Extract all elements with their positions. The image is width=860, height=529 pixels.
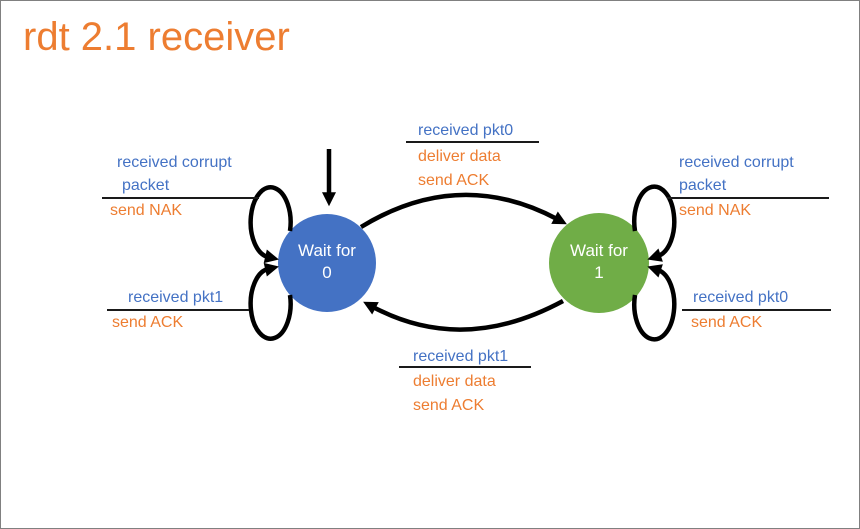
label-wait0-pkt1-action: send ACK bbox=[112, 314, 184, 331]
label-wait0-corrupt-condition-1: received corrupt bbox=[117, 154, 232, 171]
state-wait0-circle bbox=[278, 214, 376, 312]
label-wait1-to-wait0-action-1: deliver data bbox=[413, 373, 496, 390]
label-wait0-to-wait1-condition: received pkt0 bbox=[418, 122, 514, 139]
label-wait1-pkt0-action: send ACK bbox=[691, 314, 763, 331]
label-wait0-to-wait1-action-1: deliver data bbox=[418, 148, 501, 165]
state-wait1-label: Wait for 1 bbox=[570, 241, 628, 282]
label-wait0-corrupt-action: send NAK bbox=[110, 202, 183, 219]
label-wait1-to-wait0-condition: received pkt1 bbox=[413, 348, 509, 365]
label-wait1-pkt0-condition: received pkt0 bbox=[693, 289, 789, 306]
self-loop-wait1-corrupt bbox=[632, 184, 677, 262]
label-wait1-corrupt-condition-2: packet bbox=[679, 177, 727, 194]
label-wait0-pkt1-condition: received pkt1 bbox=[128, 289, 224, 306]
label-wait0-corrupt-condition-2: packet bbox=[122, 177, 170, 194]
self-loop-wait1-pkt0 bbox=[632, 264, 677, 342]
self-loop-wait0-pkt1 bbox=[248, 262, 293, 341]
state-wait0-label: Wait for 0 bbox=[298, 241, 356, 282]
arc-wait0-to-wait1 bbox=[359, 192, 567, 229]
label-wait1-to-wait0-action-2: send ACK bbox=[413, 397, 485, 414]
label-wait1-corrupt-action: send NAK bbox=[679, 202, 752, 219]
self-loop-wait0-corrupt bbox=[248, 185, 293, 264]
arc-wait1-to-wait0 bbox=[363, 299, 565, 332]
state-wait1-circle bbox=[549, 213, 649, 313]
label-wait0-to-wait1-action-2: send ACK bbox=[418, 172, 490, 189]
slide-title: rdt 2.1 receiver bbox=[23, 15, 290, 59]
label-wait1-corrupt-condition-1: received corrupt bbox=[679, 154, 794, 171]
